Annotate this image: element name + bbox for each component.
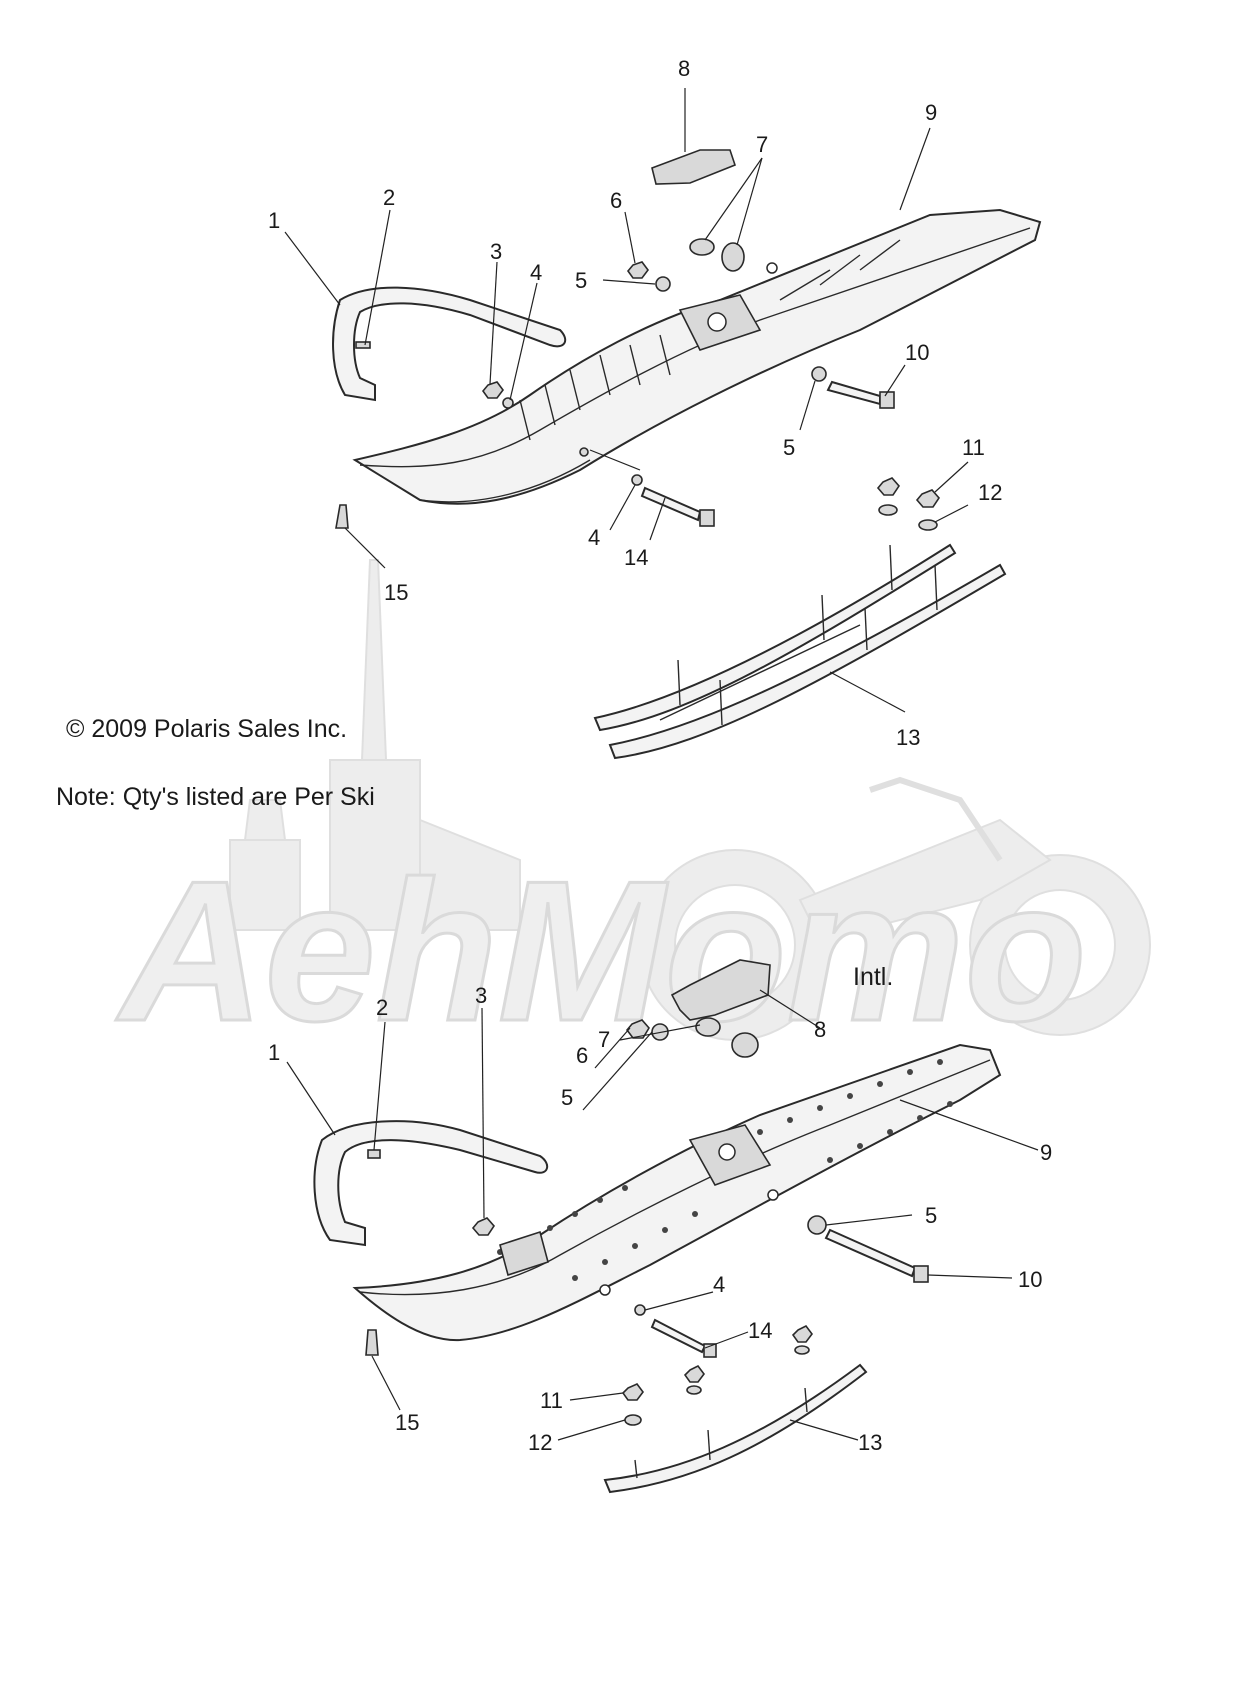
callout-bottom-10: 10 <box>1018 1267 1042 1292</box>
watermark-text: AehMomo <box>115 840 1087 1063</box>
runner-bottom <box>603 1363 868 1494</box>
runner-top <box>593 543 1007 760</box>
callout-bottom-9: 9 <box>1040 1140 1052 1165</box>
watermark-logo: AehMomo <box>114 559 1151 1065</box>
callout-bottom-3: 3 <box>475 983 487 1008</box>
callout-top-1: 1 <box>268 208 280 233</box>
copyright-text: © 2009 Polaris Sales Inc. <box>66 715 347 743</box>
callout-bottom-11: 11 <box>540 1388 563 1413</box>
callout-bottom-5b: 5 <box>925 1203 937 1228</box>
bottom-ski-assembly: 1 2 3 8 7 6 5 9 5 10 4 14 11 12 13 15 <box>268 959 1052 1494</box>
callout-bottom-13: 13 <box>858 1430 882 1455</box>
ski-handle-top <box>332 286 567 402</box>
callout-top-13: 13 <box>896 725 920 750</box>
callout-bottom-2: 2 <box>376 995 388 1020</box>
callout-bottom-4: 4 <box>713 1272 725 1297</box>
top-ski-assembly: 1 2 3 4 5 6 7 8 9 10 5 11 12 4 14 15 13 <box>268 56 1042 760</box>
ski-handle-bottom <box>313 1120 549 1247</box>
note-text: Note: Qty's listed are Per Ski <box>56 783 375 811</box>
callout-bottom-5a: 5 <box>561 1085 573 1110</box>
callout-top-4b: 4 <box>588 525 600 550</box>
callout-top-11: 11 <box>962 435 985 460</box>
callout-top-5b: 5 <box>783 435 795 460</box>
callout-top-15: 15 <box>384 580 408 605</box>
callout-bottom-12: 12 <box>528 1430 552 1455</box>
callout-top-9: 9 <box>925 100 937 125</box>
callout-bottom-8: 8 <box>814 1017 826 1042</box>
callout-top-6: 6 <box>610 188 622 213</box>
callout-top-12: 12 <box>978 480 1002 505</box>
callout-top-14: 14 <box>624 545 648 570</box>
callout-top-7: 7 <box>756 132 768 157</box>
callout-bottom-6: 6 <box>576 1043 588 1068</box>
callout-bottom-1: 1 <box>268 1040 280 1065</box>
callout-bottom-15: 15 <box>395 1410 419 1435</box>
callout-bottom-14: 14 <box>748 1318 772 1343</box>
callout-top-8: 8 <box>678 56 690 81</box>
callout-top-10: 10 <box>905 340 929 365</box>
callout-top-2: 2 <box>383 185 395 210</box>
callout-top-5a: 5 <box>575 268 587 293</box>
intl-label: Intl. <box>853 963 893 991</box>
callout-bottom-7: 7 <box>598 1027 610 1052</box>
callout-top-4: 4 <box>530 260 542 285</box>
callout-top-3: 3 <box>490 239 502 264</box>
